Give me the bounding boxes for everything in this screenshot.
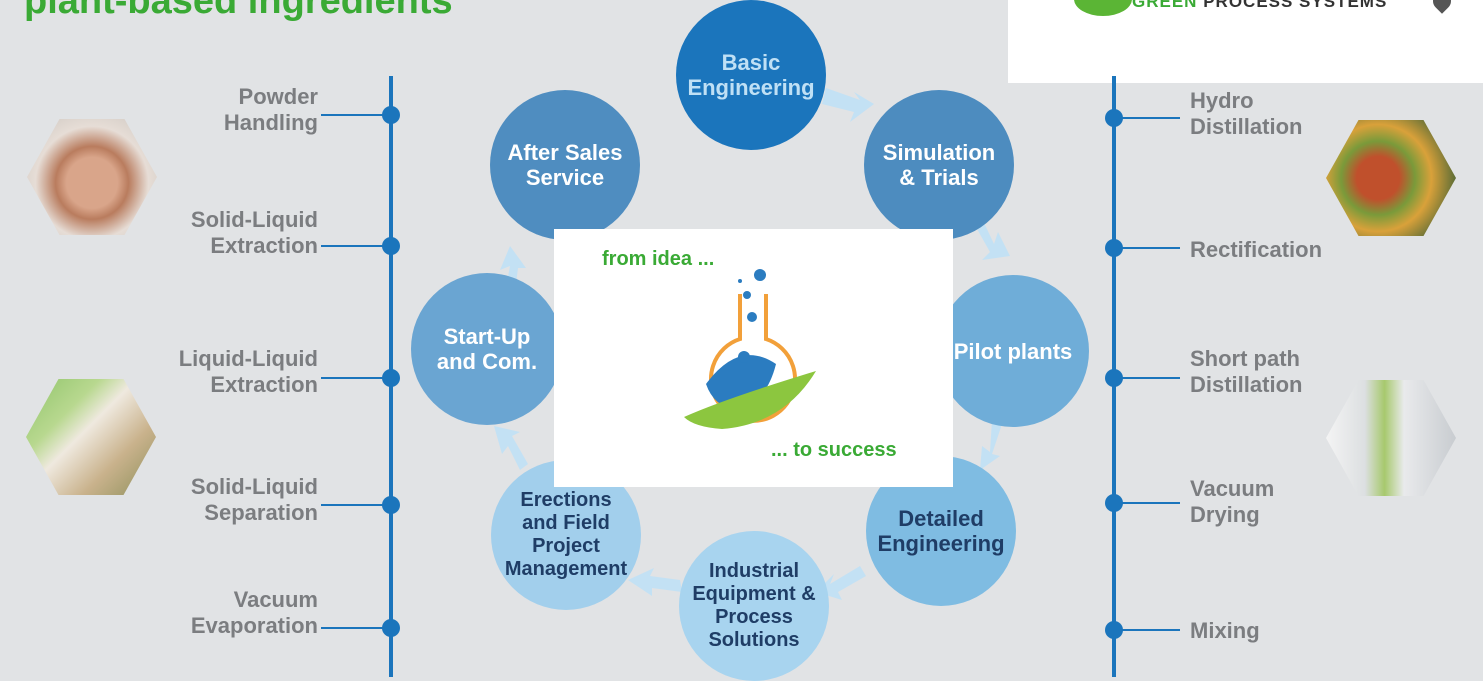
process-vacuum-drying: Vacuum Drying [1190,476,1275,527]
flask-leaf-icon [684,269,816,429]
process-liquid-liquid-extraction: Liquid-Liquid Extraction [178,346,318,397]
timeline-dot [382,369,400,387]
right-connector [1114,117,1180,119]
cycle-pilot-plants[interactable]: Pilot plants [937,275,1089,427]
timeline-dot [382,106,400,124]
left-connector [321,504,391,506]
from-idea-text: from idea ... [602,248,715,270]
timeline-dot [1105,494,1123,512]
process-solid-liquid-extraction: Solid-Liquid Extraction [190,207,318,258]
headline: plant-based ingredients [24,0,453,22]
timeline-dot [1105,369,1123,387]
process-rectification: Rectification [1190,237,1323,262]
cycle-industrial-equipment[interactable]: Industrial Equipment & Process Solutions [679,531,829,681]
capsules-herbs-image [26,379,156,495]
process-mixing: Mixing [1190,618,1260,643]
center-panel: from idea ... ... to success [554,229,953,487]
process-solid-liquid-separation: Solid-Liquid Separation [190,474,318,525]
timeline-dot [1105,621,1123,639]
left-connector [321,627,391,629]
cycle-arrow [816,566,866,600]
cycle-start-up[interactable]: Start-Up and Com. [411,273,563,425]
to-success-text: ... to success [771,439,897,461]
process-vacuum-evaporation: Vacuum Evaporation [190,587,318,638]
leaf-icon [1074,0,1132,16]
cycle-after-sales[interactable]: After Sales Service [490,90,640,240]
cycle-arrow [628,568,682,596]
company-logo[interactable]: GREEN PROCESS SYSTEMS [1008,0,1483,83]
cycle-simulation-trials[interactable]: Simulation & Trials [864,90,1014,240]
left-connector [321,245,391,247]
cycle-arrow [494,426,528,470]
process-short-path-distillation: Short path Distillation [1190,346,1303,397]
cycle-arrow [980,420,1002,470]
right-connector [1114,502,1180,504]
timeline-dot [382,496,400,514]
timeline-dot [1105,239,1123,257]
left-connector [321,377,391,379]
timeline-dot [1105,109,1123,127]
right-connector [1114,377,1180,379]
brand-name: GREEN PROCESS SYSTEMS [1132,0,1388,11]
timeline-dot [382,237,400,255]
right-connector [1114,629,1180,631]
left-connector [321,114,391,116]
cycle-basic-engineering[interactable]: Basic Engineering [676,0,826,150]
right-connector [1114,247,1180,249]
cycle-arrow [822,88,874,122]
process-powder-handling: Powder Handling [223,84,318,135]
process-hydro-distillation: Hydro Distillation [1190,88,1303,139]
timeline-dot [382,619,400,637]
